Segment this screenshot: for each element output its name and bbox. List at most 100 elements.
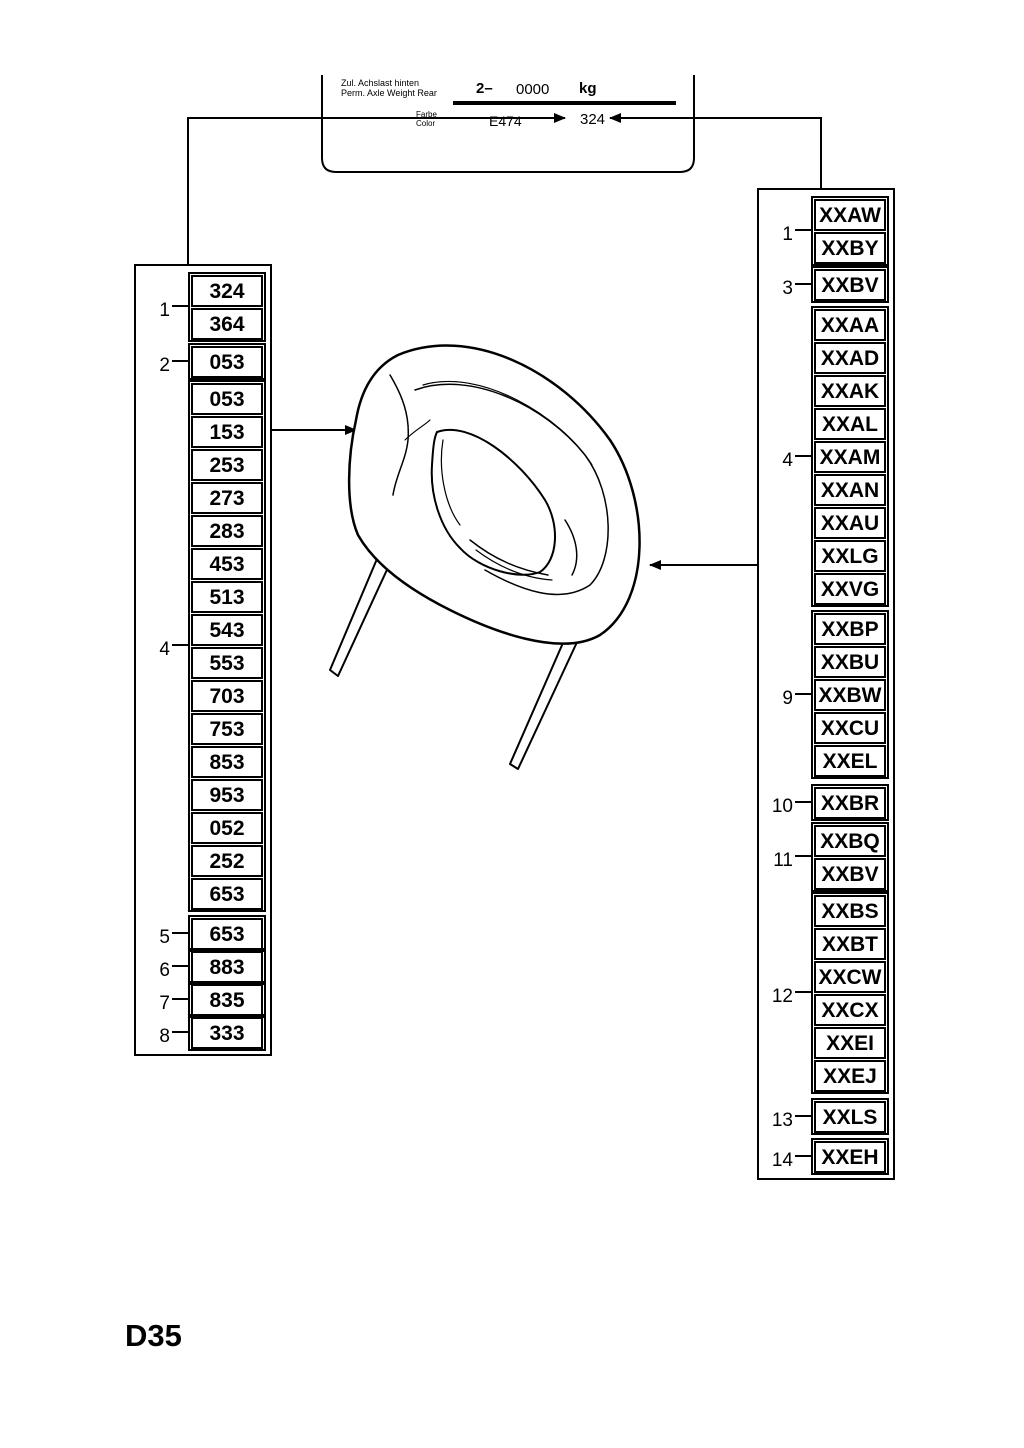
code-cell: XXBY [814, 232, 886, 264]
group-leader-line [172, 997, 188, 1000]
group-label: 6 [159, 959, 170, 981]
code-group-13: XXLS [811, 1098, 889, 1135]
code-cell: 324 [191, 275, 263, 307]
code-cell: XXEJ [814, 1060, 886, 1092]
group-leader-line [172, 931, 188, 934]
code-cell: XXAA [814, 309, 886, 341]
axle-prefix: 2– [476, 80, 493, 97]
group-leader-line [795, 282, 811, 285]
axle-weight-label: Zul. Achslast hinten Perm. Axle Weight R… [341, 78, 437, 98]
code-cell: XXBU [814, 646, 886, 678]
code-cell: XXVG [814, 573, 886, 605]
group-leader-line [795, 855, 811, 857]
code-cell: XXBQ [814, 825, 886, 857]
code-cell: 553 [191, 647, 263, 679]
code-cell: XXEI [814, 1027, 886, 1059]
code-cell: XXBV [814, 269, 886, 301]
group-label: 9 [782, 687, 793, 709]
code-group-3: XXBV [811, 266, 889, 303]
group-label: 1 [782, 224, 793, 245]
group-leader-line [172, 305, 188, 307]
code-group-8: 333 [188, 1014, 266, 1051]
code-cell: XXAN [814, 474, 886, 506]
group-leader-line [795, 229, 811, 231]
group-label: 7 [159, 992, 170, 1014]
group-label: 2 [159, 354, 170, 376]
code-cell: XXLG [814, 540, 886, 572]
code-group-2: 053 [188, 343, 266, 380]
code-cell: XXBP [814, 613, 886, 645]
code-cell: XXBV [814, 858, 886, 890]
code-cell: 453 [191, 548, 263, 580]
label-plate-outline [321, 75, 695, 173]
group-leader-line [795, 1154, 811, 1157]
group-label: 8 [159, 1025, 170, 1047]
axle-weight-label-de: Zul. Achslast hinten [341, 78, 420, 88]
code-cell: 053 [191, 383, 263, 415]
code-cell: XXAU [814, 507, 886, 539]
code-cell: 273 [191, 482, 263, 514]
group-label: 1 [159, 300, 170, 321]
code-cell: 653 [191, 878, 263, 910]
code-cell: 543 [191, 614, 263, 646]
group-label: 10 [771, 795, 793, 817]
group-label: 12 [771, 986, 793, 1007]
group-label: 11 [773, 850, 793, 871]
group-leader-line [795, 991, 811, 993]
code-cell: XXAL [814, 408, 886, 440]
connector-left-to-plate [187, 113, 566, 265]
color-code-left: E474 [489, 113, 522, 129]
group-label: 3 [782, 277, 793, 299]
color-code-right: 324 [580, 111, 606, 128]
group-leader-line [795, 692, 811, 695]
group-leader-line [795, 800, 811, 803]
code-cell: 835 [191, 984, 263, 1016]
code-cell: 253 [191, 449, 263, 481]
code-cell: XXCU [814, 712, 886, 744]
group-leader-line [172, 964, 188, 967]
group-leader-line [795, 1114, 811, 1117]
code-group-7: 835 [188, 981, 266, 1018]
code-cell: XXBT [814, 928, 886, 960]
code-cell: XXCW [814, 961, 886, 993]
code-cell: XXAM [814, 441, 886, 473]
code-cell: XXCX [814, 994, 886, 1026]
group-label: 13 [771, 1109, 793, 1131]
code-cell: 953 [191, 779, 263, 811]
code-cell: XXBW [814, 679, 886, 711]
code-cell: 653 [191, 918, 263, 950]
code-cell: XXEH [814, 1141, 886, 1173]
code-cell: 364 [191, 308, 263, 340]
color-label-de: Farbe [416, 110, 437, 119]
code-group-5: 653 [188, 915, 266, 952]
group-leader-line [172, 644, 188, 646]
code-cell: 283 [191, 515, 263, 547]
code-cell: 883 [191, 951, 263, 983]
group-label: 5 [159, 926, 170, 948]
group-leader-line [795, 454, 811, 457]
code-cell: XXAD [814, 342, 886, 374]
page-code: D35 [125, 1318, 182, 1353]
axle-weight-label-en: Perm. Axle Weight Rear [341, 88, 437, 98]
code-cell: 052 [191, 812, 263, 844]
color-label: Farbe Color [416, 110, 437, 128]
code-cell: XXBS [814, 895, 886, 927]
connector-right-to-plate [609, 113, 822, 189]
code-cell: 853 [191, 746, 263, 778]
group-leader-line [172, 359, 188, 362]
code-cell: 333 [191, 1017, 263, 1049]
code-cell: XXLS [814, 1101, 886, 1133]
code-cell: XXAK [814, 375, 886, 407]
color-label-en: Color [416, 119, 436, 128]
code-cell: 753 [191, 713, 263, 745]
